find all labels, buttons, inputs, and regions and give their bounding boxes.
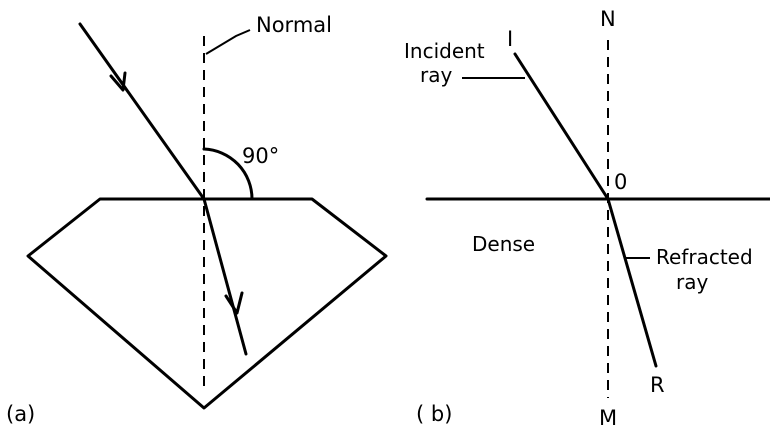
- panel-a: Normal 90° (a): [6, 13, 388, 426]
- refracted-label-line1: Refracted: [656, 245, 753, 269]
- medium-label: Dense: [472, 232, 535, 256]
- panel-a-label: (a): [6, 402, 35, 426]
- point-m-label: M: [599, 406, 617, 430]
- refracted-label-line2: ray: [676, 270, 708, 294]
- refracted-ray-b: [606, 197, 658, 368]
- normal-leader-line: [205, 29, 251, 55]
- incident-ray-b: [513, 52, 610, 201]
- point-i-label: I: [507, 27, 513, 51]
- incident-label-line1: Incident: [404, 39, 485, 63]
- angle-label: 90°: [242, 144, 279, 168]
- right-angle-arc: [202, 147, 254, 201]
- refracted-ray-a: [202, 197, 248, 356]
- point-o-label: 0: [614, 170, 627, 194]
- prism-outline: [26, 197, 388, 410]
- incident-ray-a: [78, 22, 206, 201]
- point-n-label: N: [600, 7, 616, 31]
- panel-b-label: ( b): [416, 402, 452, 426]
- refracted-ray-arrow: [224, 291, 244, 315]
- incident-ray-arrow: [109, 71, 127, 92]
- normal-label: Normal: [256, 13, 332, 37]
- incident-label-line2: ray: [420, 63, 452, 87]
- panel-b: I N 0 M R Incident ray Refracted ray Den…: [404, 7, 770, 430]
- point-r-label: R: [650, 373, 665, 397]
